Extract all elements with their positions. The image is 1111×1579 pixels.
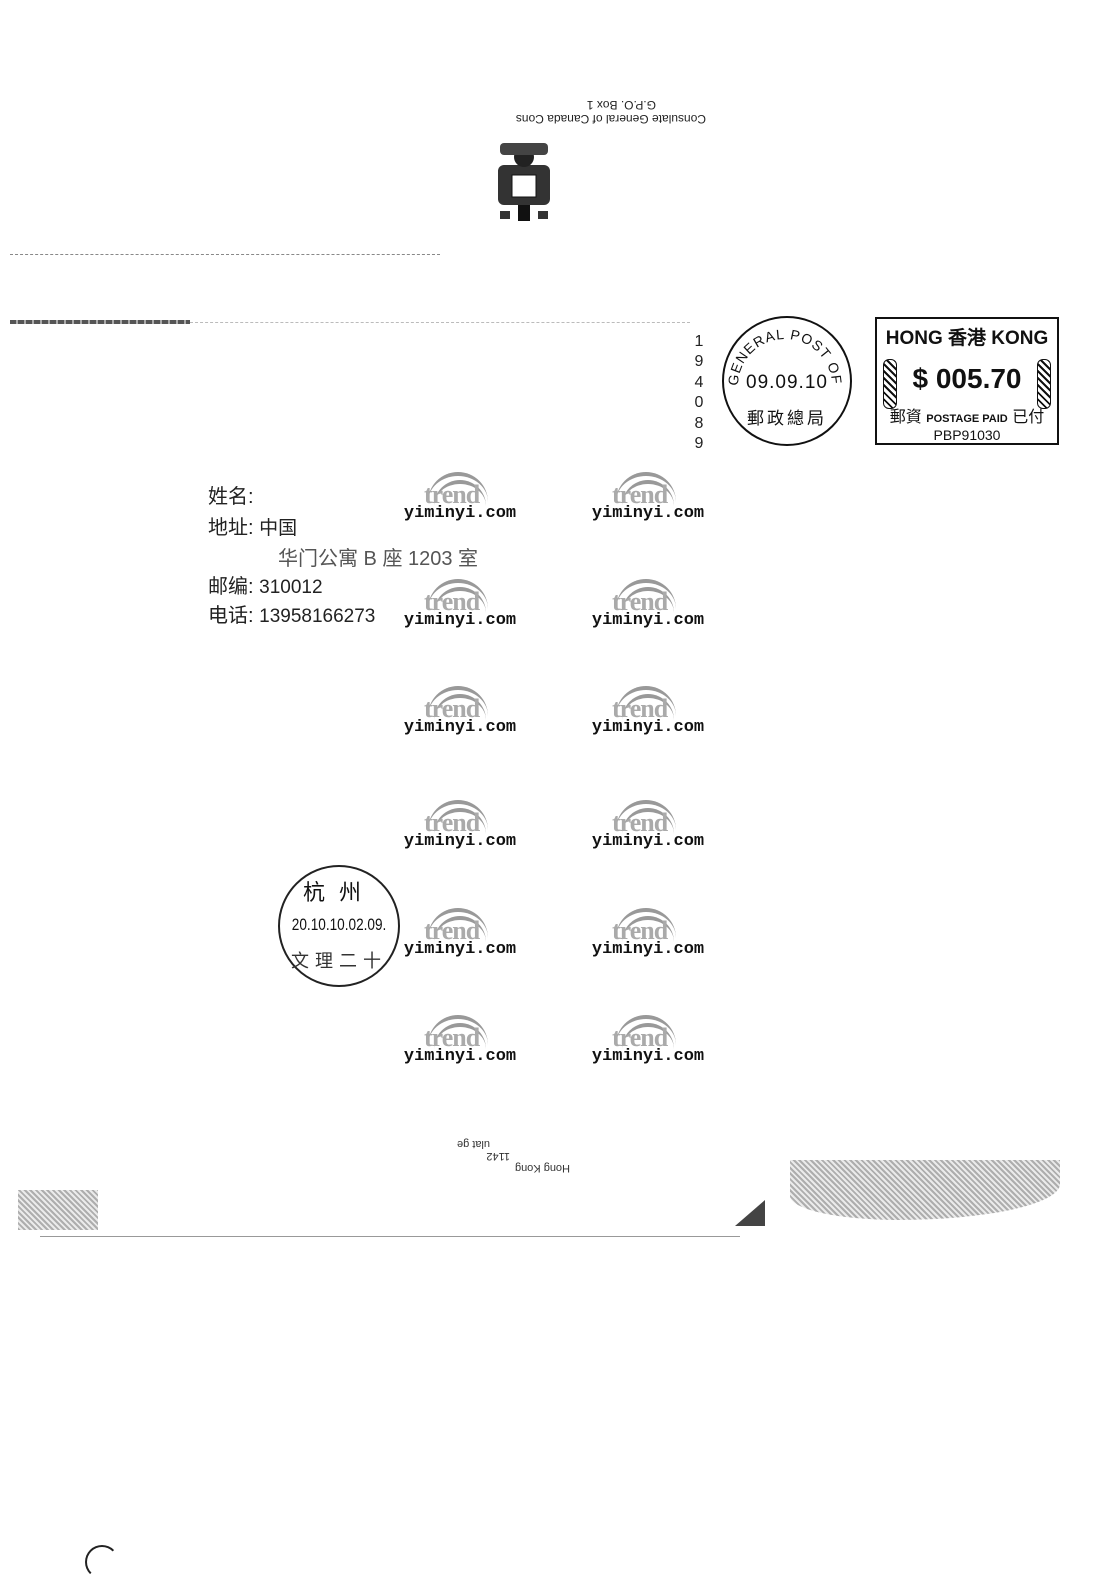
name-line: 姓名:	[208, 480, 254, 509]
fold-line	[10, 254, 440, 255]
corner-mark	[735, 1200, 765, 1226]
postcode-value: 310012	[259, 577, 323, 598]
hz-bottom: 文理二十	[291, 951, 387, 971]
gpo-postmark: GENERAL POST OFFICE 09.09.10 郵政總局	[722, 316, 852, 446]
trend-logo-icon: trend	[390, 470, 530, 509]
return-address: Consulate General of Canada Cons G.P.O. …	[470, 98, 710, 126]
trend-logo-icon: trend	[390, 906, 530, 945]
flap-text: Hong Kong 1142 ulat ge	[430, 1138, 570, 1174]
watermark-logo-text: trend	[424, 587, 480, 616]
name-label: 姓名:	[208, 486, 254, 508]
hangzhou-postmark: 杭州 20.10.10.02.09. 文理二十	[278, 865, 400, 987]
watermark-logo-text: trend	[612, 480, 668, 509]
hz-city: 杭州	[302, 881, 375, 906]
watermark-logo-text: trend	[612, 808, 668, 837]
phone-label: 电话:	[208, 605, 254, 627]
rope-icon	[883, 359, 897, 409]
flap-line: Hong Kong	[514, 1162, 570, 1174]
meter-amount: $ 005.70	[912, 363, 1022, 394]
digit: 9	[694, 353, 704, 371]
digit: 8	[694, 414, 704, 432]
scan-noise	[790, 1160, 1060, 1220]
return-address-line1: Consulate General of Canada Cons	[515, 112, 706, 126]
flap-edge	[40, 1236, 740, 1237]
hz-date: 20.10.10.02.09.	[291, 915, 387, 934]
scan-edge	[10, 320, 190, 324]
digit: 9	[694, 435, 704, 453]
watermark-logo-text: trend	[424, 480, 480, 509]
watermark-logo-text: trend	[612, 694, 668, 723]
flap-line: 1142	[486, 1150, 510, 1162]
paid-chinese-2: 已付	[1012, 409, 1045, 426]
address-line: 地址: 中国	[208, 511, 297, 540]
trend-logo-icon: trend	[578, 470, 718, 509]
watermark-logo-text: trend	[612, 916, 668, 945]
trend-logo-icon: trend	[578, 1013, 718, 1052]
watermark-logo-text: trend	[424, 694, 480, 723]
address-line-2: 华门公寓 B 座 1203 室	[278, 548, 479, 570]
meter-header: HONG 香港 KONG	[885, 328, 1049, 349]
postage-meter-stamp: HONG 香港 KONG $ 005.70 郵資 POSTAGE PAID 已付…	[875, 317, 1059, 445]
digit: 1	[694, 333, 704, 350]
watermark-logo-text: trend	[612, 1023, 668, 1052]
address-label: 地址:	[208, 517, 254, 539]
phone-value: 13958166273	[259, 606, 376, 627]
return-address-line2: G.P.O. Box 1	[586, 98, 656, 112]
postmark-date: 09.09.10	[746, 372, 828, 393]
scan-edge-dash	[190, 322, 690, 323]
watermark-logo-text: trend	[612, 587, 668, 616]
paid-chinese: 郵資	[889, 409, 922, 426]
watermark-logo-text: trend	[424, 1023, 480, 1052]
rope-icon	[1037, 359, 1051, 409]
trend-logo-icon: trend	[578, 798, 718, 837]
postcode-label: 邮编:	[208, 576, 254, 598]
flap-line: ulat ge	[456, 1138, 490, 1150]
phone-line: 电话: 13958166273	[208, 599, 375, 628]
trend-logo-icon: trend	[390, 684, 530, 723]
scan-noise	[18, 1190, 98, 1230]
digit: 0	[694, 394, 704, 412]
trend-logo-icon: trend	[390, 1013, 530, 1052]
meter-paid: 郵資 POSTAGE PAID 已付	[881, 403, 1053, 427]
watermark-logo-text: trend	[424, 808, 480, 837]
trend-logo-icon: trend	[578, 906, 718, 945]
address-value: 中国	[259, 518, 298, 539]
watermark-logo-text: trend	[424, 916, 480, 945]
crest-icon	[490, 135, 558, 227]
trend-logo-icon: trend	[578, 684, 718, 723]
postcode-line: 邮编: 310012	[208, 570, 323, 599]
postmark-chinese: 郵政總局	[747, 409, 827, 428]
digit: 4	[694, 373, 704, 391]
serial-digits: 1 9 4 0 8 9	[692, 332, 706, 454]
meter-code: PBP91030	[933, 427, 1001, 443]
trend-logo-icon: trend	[390, 798, 530, 837]
fold-curve	[85, 1545, 119, 1579]
paid-english: POSTAGE PAID	[926, 413, 1008, 425]
trend-logo-icon: trend	[390, 577, 530, 616]
trend-logo-icon: trend	[578, 577, 718, 616]
